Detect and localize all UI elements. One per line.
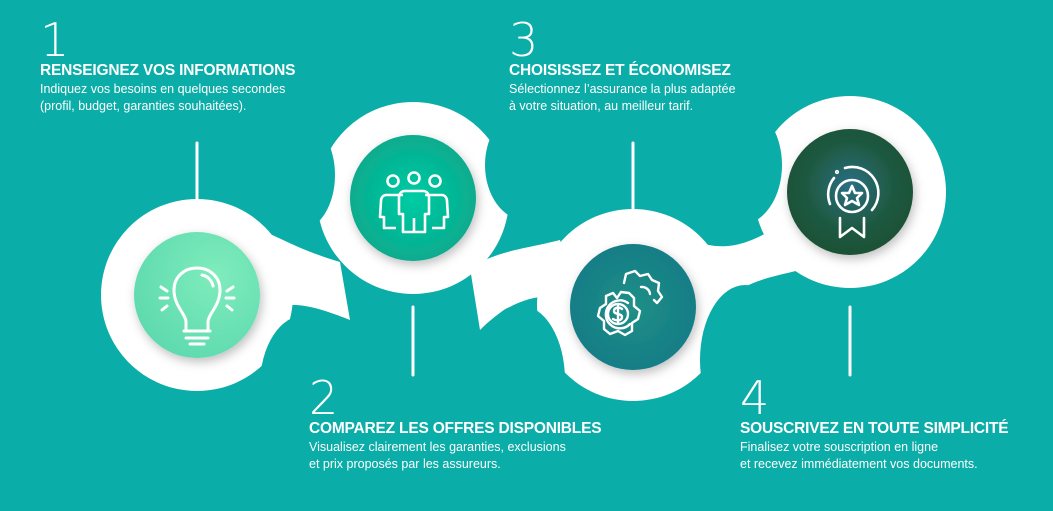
step-3-number: 3	[509, 13, 538, 67]
step-2-badge	[350, 135, 476, 261]
step-connector-lines	[195, 141, 852, 377]
people-group-icon	[378, 171, 450, 234]
step-1-number: 1	[40, 13, 69, 67]
step-2-title: COMPAREZ LES OFFRES DISPONIBLES	[309, 420, 602, 437]
lightbulb-icon	[158, 266, 236, 346]
step-1-description: Indiquez vos besoins en quelques seconde…	[40, 82, 286, 113]
step-4-title: SOUSCRIVEZ EN TOUTE SIMPLICITÉ	[740, 420, 1009, 437]
step-4-number: 4	[740, 371, 769, 425]
step-2-description: Visualisez clairement les garanties, exc…	[309, 440, 566, 471]
award-medal-icon	[826, 165, 880, 239]
step-1-title: RENSEIGNEZ VOS INFORMATIONS	[40, 62, 296, 79]
step-3: 3 CHOISISSEZ ET ÉCONOMISEZ Sélectionnez …	[509, 13, 736, 115]
step-2-number: 2	[309, 371, 338, 425]
gear-dollar-icon	[596, 269, 664, 337]
step-3-badge	[570, 244, 696, 370]
step-1: 1 RENSEIGNEZ VOS INFORMATIONS Indiquez v…	[40, 13, 296, 115]
step-1-badge	[134, 232, 260, 358]
step-3-description: Sélectionnez l’assurance la plus adaptée…	[509, 82, 736, 113]
step-3-title: CHOISISSEZ ET ÉCONOMISEZ	[509, 62, 731, 79]
step-4: 4 SOUSCRIVEZ EN TOUTE SIMPLICITÉ Finalis…	[740, 371, 1009, 473]
step-2: 2 COMPAREZ LES OFFRES DISPONIBLES Visual…	[309, 371, 602, 473]
step-4-description: Finalisez votre souscription en ligne et…	[740, 440, 978, 471]
